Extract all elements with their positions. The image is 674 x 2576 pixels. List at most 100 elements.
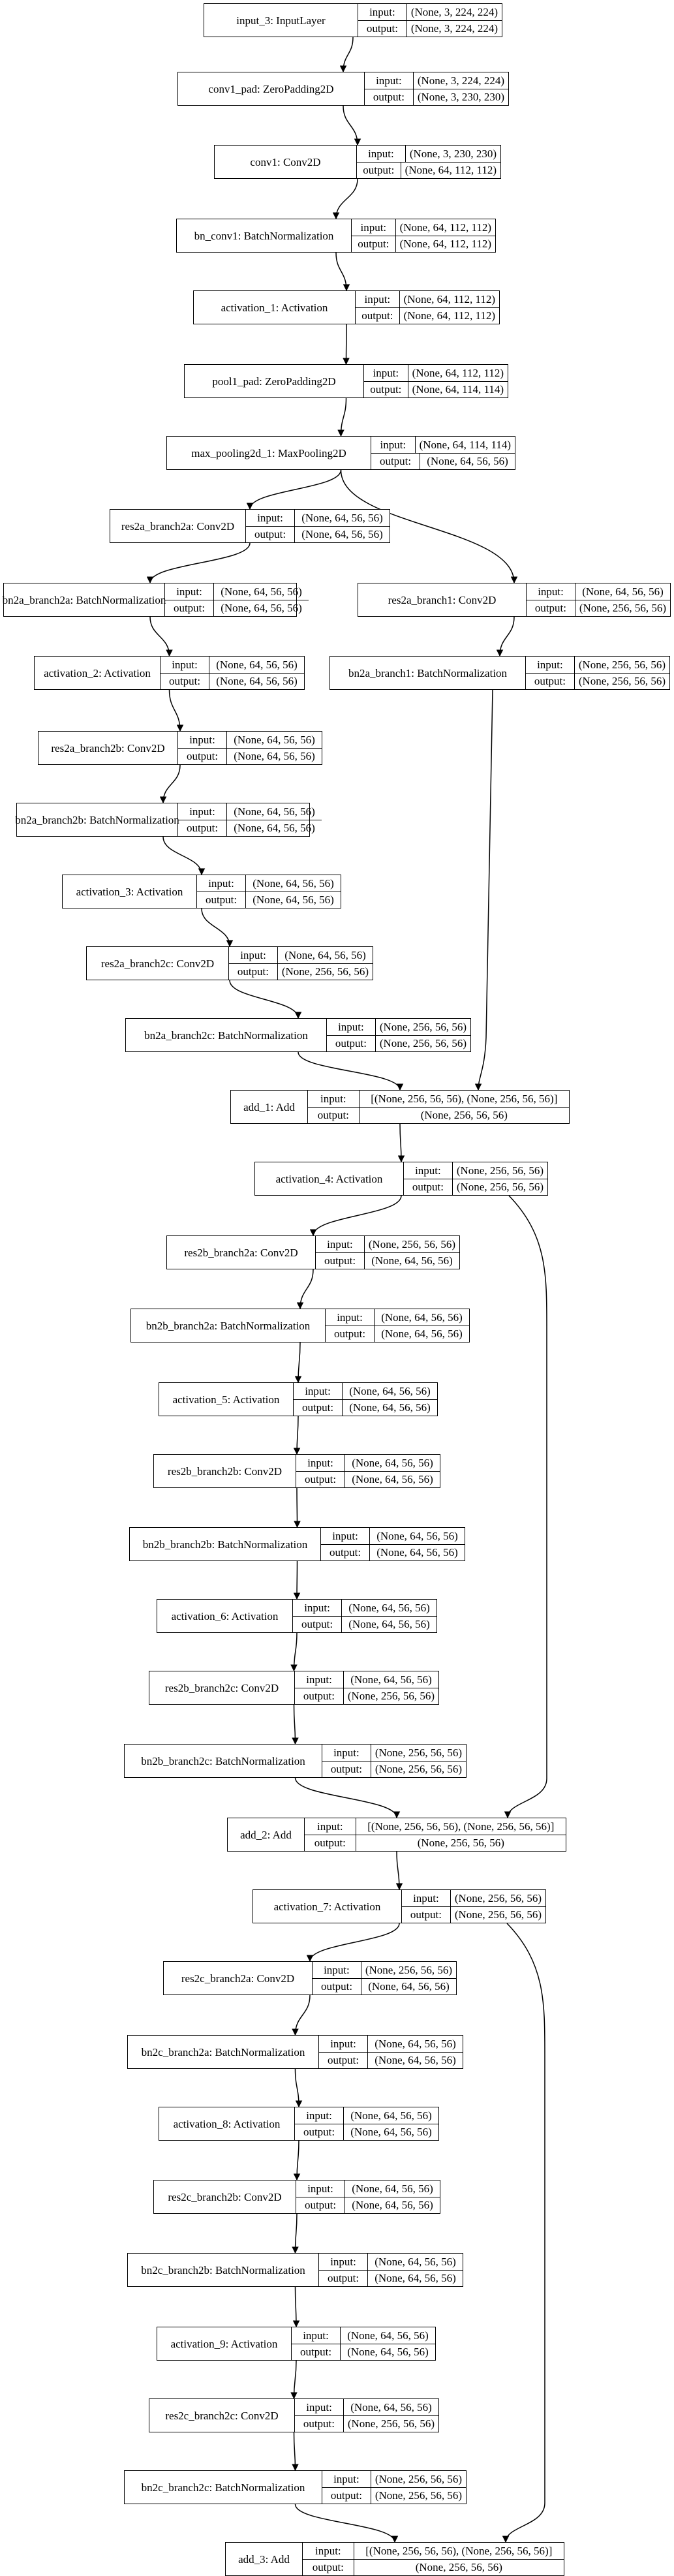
- input-label: input:: [322, 2471, 371, 2487]
- layer-name: res2c_branch2b: Conv2D: [154, 2180, 296, 2213]
- input-label: input:: [319, 2036, 369, 2052]
- input-shape: (None, 64, 56, 56): [301, 511, 383, 524]
- output-shape: (None, 64, 56, 56): [253, 893, 334, 907]
- input-label: input:: [313, 1962, 361, 1978]
- output-shape: (None, 64, 56, 56): [352, 1473, 433, 1486]
- input-shape: (None, 64, 56, 56): [582, 585, 664, 598]
- input-label: input:: [358, 4, 407, 20]
- output-label: output:: [308, 1107, 360, 1123]
- layer-name: activation_8: Activation: [159, 2107, 295, 2140]
- output-shape: (None, 64, 114, 114): [412, 383, 504, 396]
- edge-res2b-branch2a-to-bn2b-branch2a: [296, 1269, 314, 1310]
- output-shape: (None, 64, 56, 56): [221, 602, 302, 615]
- output-shape: (None, 64, 56, 56): [376, 1546, 458, 1559]
- input-shape: [(None, 256, 56, 56), (None, 256, 56, 56…: [367, 1820, 555, 1833]
- layer-name: bn2b_branch2c: BatchNormalization: [125, 1745, 322, 1777]
- input-label: input:: [229, 947, 279, 963]
- output-label: output:: [371, 453, 421, 469]
- layer-name: res2b_branch2a: Conv2D: [167, 1236, 316, 1269]
- output-shape: (None, 64, 56, 56): [375, 2054, 456, 2067]
- output-shape: (None, 64, 56, 56): [375, 2272, 456, 2285]
- edge-activation-8-to-res2c-branch2b: [293, 2140, 301, 2181]
- edge-bn2c-branch2b-to-activation-9: [292, 2286, 300, 2328]
- input-label: input:: [527, 583, 576, 600]
- input-label: input:: [319, 2254, 369, 2270]
- input-label: input:: [178, 803, 228, 820]
- output-label: output:: [178, 748, 228, 764]
- layer-name: res2c_branch2a: Conv2D: [164, 1962, 313, 1994]
- layer-name: activation_2: Activation: [35, 657, 161, 689]
- output-shape: (None, 256, 56, 56): [578, 675, 666, 688]
- layer-name: add_3: Add: [226, 2543, 303, 2575]
- input-shape: (None, 3, 230, 230): [409, 147, 497, 160]
- edge-activation-4-to-res2b-branch2a: [309, 1195, 402, 1237]
- input-label: input:: [246, 510, 296, 526]
- input-label: input:: [178, 732, 228, 748]
- output-label: output:: [197, 892, 247, 908]
- output-shape: (None, 64, 56, 56): [301, 528, 383, 541]
- output-label: output:: [246, 526, 296, 542]
- layer-name: res2a_branch1: Conv2D: [358, 583, 527, 616]
- layer-name: res2b_branch2b: Conv2D: [154, 1455, 296, 1487]
- edge-bn2a-branch2a-to-activation-2: [149, 616, 173, 657]
- edge-res2a-branch2b-to-bn2a-branch2b: [159, 764, 181, 804]
- edge-res2b-branch2c-to-bn2b-branch2c: [292, 1704, 299, 1745]
- edge-add-1-to-activation-4: [397, 1123, 405, 1163]
- input-label: input:: [364, 365, 408, 381]
- input-label: input:: [295, 1671, 345, 1688]
- edge-activation-5-to-res2b-branch2b: [293, 1416, 301, 1455]
- input-shape: (None, 256, 56, 56): [375, 2472, 462, 2485]
- layer-name: activation_9: Activation: [157, 2327, 292, 2360]
- layer-name: res2a_branch2b: Conv2D: [38, 732, 178, 764]
- input-shape: (None, 64, 56, 56): [352, 1456, 433, 1469]
- output-label: output:: [296, 2197, 346, 2213]
- output-shape: (None, 64, 56, 56): [350, 2126, 432, 2139]
- output-label: output:: [161, 673, 210, 689]
- input-shape: (None, 64, 56, 56): [352, 2182, 433, 2195]
- layer-name: input_3: InputLayer: [204, 4, 358, 37]
- output-shape: (None, 64, 56, 56): [427, 455, 508, 468]
- edge-bn2a-branch2b-to-activation-3: [162, 836, 206, 876]
- layer-name: add_2: Add: [228, 1818, 305, 1851]
- edge-conv1-to-bn-conv1: [332, 178, 358, 220]
- input-shape: (None, 64, 56, 56): [347, 2329, 429, 2342]
- output-label: output:: [294, 1399, 343, 1416]
- layer-name: max_pooling2d_1: MaxPooling2D: [167, 437, 371, 469]
- output-label: output:: [178, 820, 228, 836]
- input-shape: (None, 64, 56, 56): [350, 2400, 432, 2413]
- edge-add-2-to-activation-7: [395, 1851, 403, 1891]
- output-shape: (None, 256, 56, 56): [379, 1037, 467, 1050]
- layer-name: res2a_branch2a: Conv2D: [110, 510, 246, 542]
- output-label: output:: [295, 2415, 344, 2432]
- edge-bn2a-branch2c-to-add-1: [298, 1051, 404, 1091]
- input-shape: (None, 64, 112, 112): [412, 366, 504, 379]
- output-shape: (None, 256, 56, 56): [375, 2489, 462, 2502]
- edge-activation-9-to-res2c-branch2c: [290, 2360, 298, 2400]
- output-label: output:: [313, 1978, 362, 1994]
- output-label: output:: [303, 2559, 354, 2575]
- output-label: output:: [305, 1835, 356, 1851]
- edge-res2c-branch2c-to-bn2c-branch2c: [292, 2432, 299, 2472]
- edge-res2c-branch2a-to-bn2c-branch2a: [292, 1994, 311, 2036]
- input-shape: (None, 256, 56, 56): [368, 1237, 455, 1250]
- layer-name: res2b_branch2c: Conv2D: [149, 1671, 295, 1704]
- output-shape: (None, 64, 56, 56): [216, 675, 298, 688]
- output-label: output:: [526, 673, 575, 689]
- input-shape: (None, 64, 56, 56): [234, 805, 315, 818]
- output-label: output:: [364, 381, 408, 397]
- edge-max-pooling2d-1-to-res2a-branch1: [340, 469, 518, 584]
- edge-activation-1-to-pool1-pad: [343, 324, 350, 365]
- input-shape: (None, 3, 224, 224): [410, 5, 498, 18]
- input-shape: (None, 64, 56, 56): [349, 1384, 431, 1397]
